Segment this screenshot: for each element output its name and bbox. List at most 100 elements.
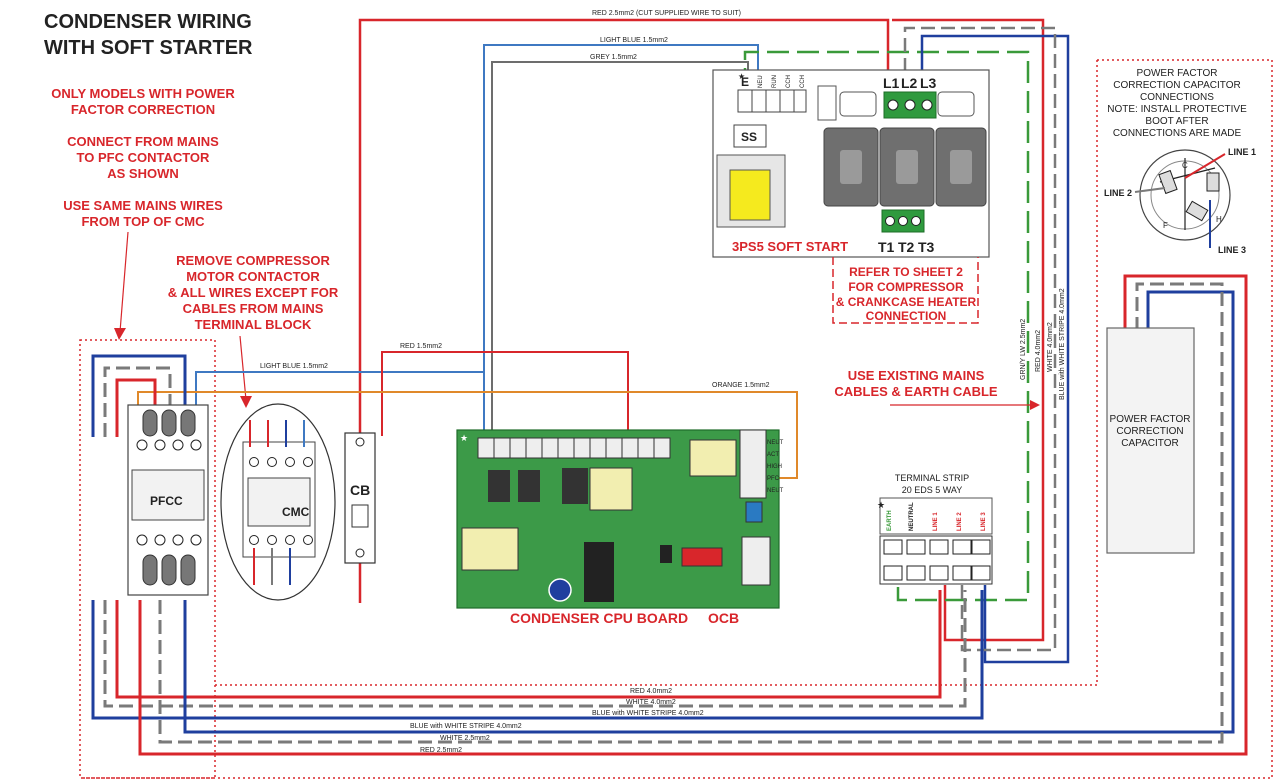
board-mount-markers: ★ ★ ★ bbox=[460, 72, 885, 510]
terminal-strip-labels: EARTH NEUTRAL LINE 1 LINE 2 LINE 3 bbox=[887, 502, 987, 531]
wire-blue-ws-bottom-2 bbox=[183, 290, 1235, 734]
terminal-strip: TERMINAL STRIP 20 EDS 5 WAY EARTH NEUTRA… bbox=[879, 473, 993, 585]
terminal-strip-title-1: TERMINAL STRIP bbox=[895, 473, 969, 483]
cmc-label: CMC bbox=[282, 505, 310, 519]
cap-letter-f: F bbox=[1163, 221, 1168, 230]
soft-start-fuse-2 bbox=[937, 91, 975, 117]
cap-line3-label: LINE 3 bbox=[1218, 245, 1246, 255]
refer-bracket bbox=[832, 257, 979, 324]
arrow-to-cmc bbox=[239, 335, 247, 401]
capacitor-label-2: CORRECTION bbox=[1116, 426, 1183, 437]
cb-body bbox=[344, 432, 376, 564]
label-blue-ws-2: BLUE with WHITE STRIPE 4.0mm2 bbox=[410, 723, 522, 730]
terminal-dividers bbox=[493, 438, 655, 458]
cmc-contactor: CMC bbox=[220, 403, 336, 601]
pfc-capacitor: POWER FACTOR CORRECTION CAPACITOR bbox=[1106, 327, 1195, 554]
note-pfc-cap: POWER FACTOR CORRECTION CAPACITOR CONNEC… bbox=[1107, 68, 1247, 139]
wire-red-1.5 bbox=[381, 351, 629, 437]
label-grn-y: GRN/Y LW 2.5mm2 bbox=[1020, 319, 1027, 380]
circuit-breaker: CB bbox=[344, 432, 376, 564]
cap-diagram: LINE 1 LINE 2 LINE 3 C F H bbox=[1104, 147, 1256, 255]
pfcc-bottom-terminals bbox=[142, 554, 196, 586]
cb-label: CB bbox=[350, 482, 370, 498]
note-line: AS SHOWN bbox=[107, 166, 179, 181]
soft-start: E NEU RUN CCH CCH L1 L2 L3 SS bbox=[712, 69, 990, 258]
wire-red-2.5-top bbox=[358, 18, 890, 603]
soft-start-relay bbox=[817, 85, 837, 121]
wire-light-blue-mid bbox=[195, 371, 484, 437]
ctrl-label-cch-1: CCH bbox=[786, 75, 792, 88]
capacitor-label-1: POWER FACTOR bbox=[1110, 414, 1191, 425]
label-red-top: RED 2.5mm2 (CUT SUPPLIED WIRE TO SUIT) bbox=[592, 10, 741, 17]
cap-letter-h: H bbox=[1216, 215, 1222, 224]
wire-white-2.5 bbox=[158, 282, 1224, 744]
wire-red-top-loop bbox=[892, 18, 1045, 642]
cpu-board: NEUT ACT HIGH PFC NEUT CONDENSER CPU BOA… bbox=[456, 429, 784, 626]
label-grey: GREY 1.5mm2 bbox=[590, 54, 637, 61]
right-terminal-labels: NEUT ACT HIGH PFC NEUT bbox=[767, 440, 784, 494]
label-light-blue-top: LIGHT BLUE 1.5mm2 bbox=[600, 37, 668, 44]
note-line: USE SAME MAINS WIRES bbox=[63, 198, 223, 213]
pfcc-top-terminals bbox=[142, 409, 196, 437]
ts-label-earth: EARTH bbox=[887, 510, 893, 531]
wire-labels: RED 2.5mm2 (CUT SUPPLIED WIRE TO SUIT) L… bbox=[260, 10, 1066, 754]
soft-start-fuse-1 bbox=[839, 91, 877, 117]
ts-label-neutral: NEUTRAL bbox=[909, 502, 915, 531]
ts-label-line2: LINE 2 bbox=[957, 512, 963, 531]
wire-red-4-bottom bbox=[115, 590, 942, 699]
star-icon: ★ bbox=[877, 500, 885, 510]
note-line: CABLES & EARTH CABLE bbox=[834, 384, 998, 399]
soft-start-ctrl-block bbox=[737, 89, 807, 113]
wire-blue-ws-bottom-1 bbox=[91, 590, 984, 720]
note-line: CONNECTION bbox=[866, 309, 947, 323]
wire-red-2.5-bottom bbox=[138, 274, 1248, 756]
output-t1: T1 bbox=[878, 239, 895, 255]
arrow-to-pfcc bbox=[119, 231, 129, 333]
soft-start-label: 3PS5 SOFT START bbox=[732, 239, 848, 254]
ctrl-label-run: RUN bbox=[772, 75, 778, 88]
pfcc-inner bbox=[131, 469, 205, 521]
note-line: CABLES FROM MAINS bbox=[183, 301, 324, 316]
note-line: REMOVE COMPRESSOR bbox=[176, 253, 330, 268]
label-blue-ws-v: BLUE with WHITE STRIPE 4.0mm2 bbox=[1059, 288, 1066, 400]
output-t3: T3 bbox=[918, 239, 935, 255]
rt-label: NEUT bbox=[767, 488, 784, 494]
pfcc-label: PFCC bbox=[150, 494, 183, 508]
note-pfc-only: ONLY MODELS WITH POWER FACTOR CORRECTION bbox=[51, 86, 235, 117]
boundary-pfcc bbox=[79, 339, 216, 779]
terminal-strip-title-2: 20 EDS 5 WAY bbox=[902, 485, 963, 495]
input-l2: L2 bbox=[901, 75, 918, 91]
cpu-board-battery bbox=[548, 578, 572, 602]
input-l3: L3 bbox=[920, 75, 937, 91]
label-light-blue-mid: LIGHT BLUE 1.5mm2 bbox=[260, 363, 328, 370]
cpu-board-side-terminals bbox=[741, 536, 771, 586]
star-icon: ★ bbox=[738, 72, 745, 81]
cpu-board-switch bbox=[745, 501, 763, 523]
note-line: POWER FACTOR bbox=[1137, 68, 1218, 79]
ctrl-label-neu: NEU bbox=[758, 75, 764, 88]
note-line: & CRANKCASE HEATER bbox=[836, 295, 977, 309]
arrowhead-icon bbox=[114, 328, 126, 340]
star-icon: ★ bbox=[460, 433, 468, 443]
label-white-4: WHITE 4.0mm2 bbox=[626, 699, 676, 706]
wire-white-top bbox=[903, 26, 1057, 652]
note-line: USE EXISTING MAINS bbox=[848, 368, 985, 383]
label-red-4-v: RED 4.0mm2 bbox=[1035, 330, 1042, 372]
ctrl-label-e: E bbox=[741, 75, 749, 89]
rt-label: ACT bbox=[767, 452, 779, 458]
ts-label-line1: LINE 1 bbox=[933, 512, 939, 531]
wire-green-earth bbox=[743, 50, 1030, 602]
cpu-board-code: OCB bbox=[708, 610, 739, 626]
note-line: REFER TO SHEET 2 bbox=[849, 265, 963, 279]
note-remove-cmc: REMOVE COMPRESSOR MOTOR CONTACTOR & ALL … bbox=[168, 253, 339, 332]
label-red-4: RED 4.0mm2 bbox=[630, 688, 672, 695]
heatsink-detail bbox=[840, 150, 972, 184]
cpu-board-transformer bbox=[461, 527, 519, 571]
label-white-2.5: WHITE 2.5mm2 bbox=[440, 735, 490, 742]
transformer-core bbox=[729, 169, 771, 221]
ts-label-line3: LINE 3 bbox=[981, 512, 987, 531]
note-line: BOOT AFTER bbox=[1145, 116, 1208, 127]
cpu-board-chip bbox=[584, 542, 614, 602]
rt-label: HIGH bbox=[767, 464, 782, 470]
